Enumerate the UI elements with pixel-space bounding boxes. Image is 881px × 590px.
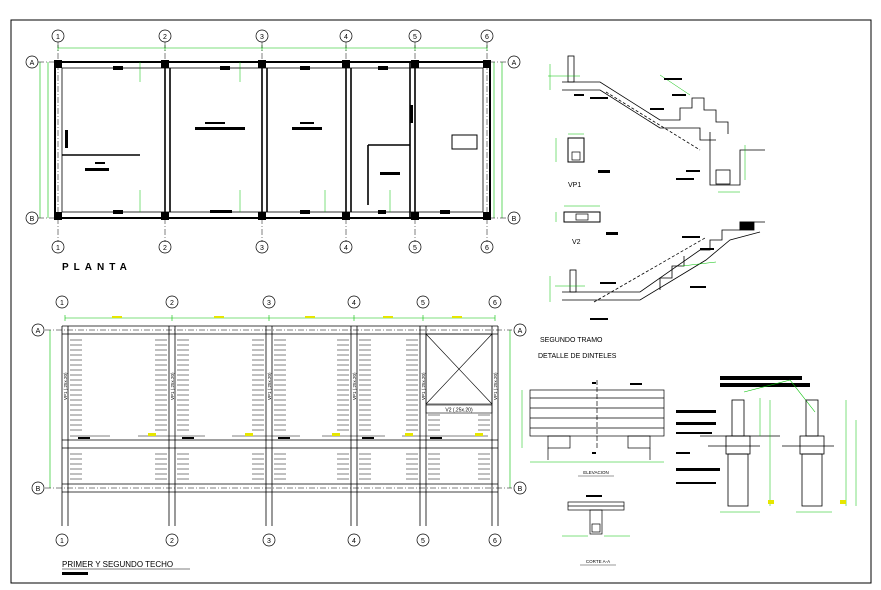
axis-bubble-4-top (339, 29, 353, 43)
section-a-a (567, 501, 625, 535)
roof-axis-label: 5 (421, 538, 425, 545)
vp1-label: VP1 (.25x.20) (63, 372, 68, 400)
roof-framing-plan: V2 (.25x.20) VP1 (.25x.20) VP1 (.25x.20)… (45, 315, 512, 526)
plan-axis-label: 1 (56, 34, 60, 41)
stair-detail-second (562, 221, 765, 303)
roof-axis-label: 1 (60, 300, 64, 307)
plan-axis-label: 5 (413, 245, 417, 252)
wall-section-leaders (743, 379, 816, 413)
segundo-tramo-title: SEGUNDO TRAMO (540, 337, 603, 344)
stair-detail-second-notes (590, 236, 714, 320)
roof-axis-label: 4 (352, 538, 356, 545)
vp1-label: VP1 (.25x.20) (493, 372, 498, 400)
roof-plan-title: PRIMER Y SEGUNDO TECHO (62, 560, 173, 569)
plan-axis-label: 3 (260, 34, 264, 41)
stair-detail-first-notes (574, 78, 700, 180)
roof-axis-label: 2 (170, 300, 174, 307)
elevacion-title: ELEVACION (583, 470, 608, 475)
roof-top-dimension (49, 315, 511, 488)
corte-title: CORTE A-A (586, 559, 610, 564)
lintel-elevation-dims (521, 390, 664, 463)
vp1-label: VP1 (.25x.20) (421, 372, 426, 400)
plan-axis-label: 6 (485, 34, 489, 41)
axis-bubble-5-top (408, 29, 422, 43)
vp1-section-title: VP1 (568, 182, 581, 189)
roof-dimension-text (112, 316, 462, 318)
stair-detail-first (562, 55, 765, 186)
plan-axis-label: 4 (344, 34, 348, 41)
vp1-label: VP1 (.25x.20) (170, 372, 175, 400)
roof-axis-labels: 1 2 3 4 5 6 1 2 3 4 5 6 A A B B (36, 300, 523, 545)
plan-axis-label: B (30, 216, 35, 223)
plan-axis-label: B (512, 216, 517, 223)
plan-side-dimensions (39, 62, 503, 218)
planta-title: PLANTA (62, 262, 132, 273)
plan-axis-label: A (512, 60, 517, 67)
axis-bubble-1-top (51, 29, 65, 43)
section-a-a-note (586, 495, 602, 497)
roof-axis-label: B (518, 486, 523, 493)
plan-axis-label: 4 (344, 245, 348, 252)
plan-room-labels (85, 122, 478, 175)
plan-inner-wall (61, 67, 484, 213)
wall-sections (676, 376, 857, 513)
plan-axis-label: 5 (413, 34, 417, 41)
v2-section (555, 205, 618, 235)
wall-section-dims (720, 398, 857, 513)
roof-axis-label: 5 (421, 300, 425, 307)
roof-callouts (70, 433, 488, 439)
roof-grid-lines (45, 329, 512, 489)
detalle-dinteles-title: DETALLE DE DINTELES (538, 353, 617, 360)
plan-interior-walls (62, 62, 416, 218)
plan-inner-dimensions (139, 62, 391, 212)
axis-bubble-2-top (158, 29, 172, 43)
lintel-elevation-notes (592, 382, 642, 454)
axis-bubble-6-top (480, 29, 494, 43)
plan-axis-labels: 1 2 3 4 5 6 1 2 3 4 5 6 A A B B (30, 34, 517, 252)
roof-axis-label: A (518, 328, 523, 335)
plan-axis-label: A (30, 60, 35, 67)
plan-outer-wall (54, 61, 491, 219)
roof-main-beams (62, 325, 498, 493)
vp1-label: VP1 (.25x.20) (267, 372, 272, 400)
roof-axis-label: 3 (267, 538, 271, 545)
lintel-elevation (529, 380, 665, 460)
floor-plan (38, 42, 508, 242)
wall-section-notes (676, 376, 810, 484)
plan-axis-bubbles (25, 29, 521, 254)
roof-axis-label: 4 (352, 300, 356, 307)
roof-vp1-beams (61, 326, 499, 526)
stair-detail-first-dims (548, 64, 746, 193)
roof-axis-label: A (36, 328, 41, 335)
vp1-label: VP1 (.25x.20) (352, 372, 357, 400)
plan-top-dimension (57, 45, 488, 51)
plan-axis-label: 6 (485, 245, 489, 252)
stair-opening (425, 333, 493, 414)
roof-joists (70, 339, 490, 480)
roof-axis-label: 6 (493, 538, 497, 545)
vp1-section (555, 133, 610, 173)
plan-axis-label: 1 (56, 245, 60, 252)
v2-beam-label: V2 (.25x.20) (445, 408, 473, 414)
roof-axis-label: 1 (60, 538, 64, 545)
roof-axis-bubbles (31, 295, 527, 547)
plan-axis-label: 3 (260, 245, 264, 252)
v2-section-title: V2 (572, 239, 581, 246)
plan-axis-label: 2 (163, 245, 167, 252)
roof-axis-label: 2 (170, 538, 174, 545)
plan-openings (65, 66, 450, 214)
roof-axis-label: 6 (493, 300, 497, 307)
stair-detail-second-dims (549, 261, 717, 302)
roof-axis-label: B (36, 486, 41, 493)
plan-columns (54, 60, 491, 220)
sheet-border (10, 19, 872, 584)
roof-axis-label: 3 (267, 300, 271, 307)
vp1-labels: VP1 (.25x.20) VP1 (.25x.20) VP1 (.25x.20… (63, 372, 498, 400)
axis-bubble-3-top (255, 29, 269, 43)
roof-title-scale-bar (62, 572, 88, 575)
plan-axis-label: 2 (163, 34, 167, 41)
